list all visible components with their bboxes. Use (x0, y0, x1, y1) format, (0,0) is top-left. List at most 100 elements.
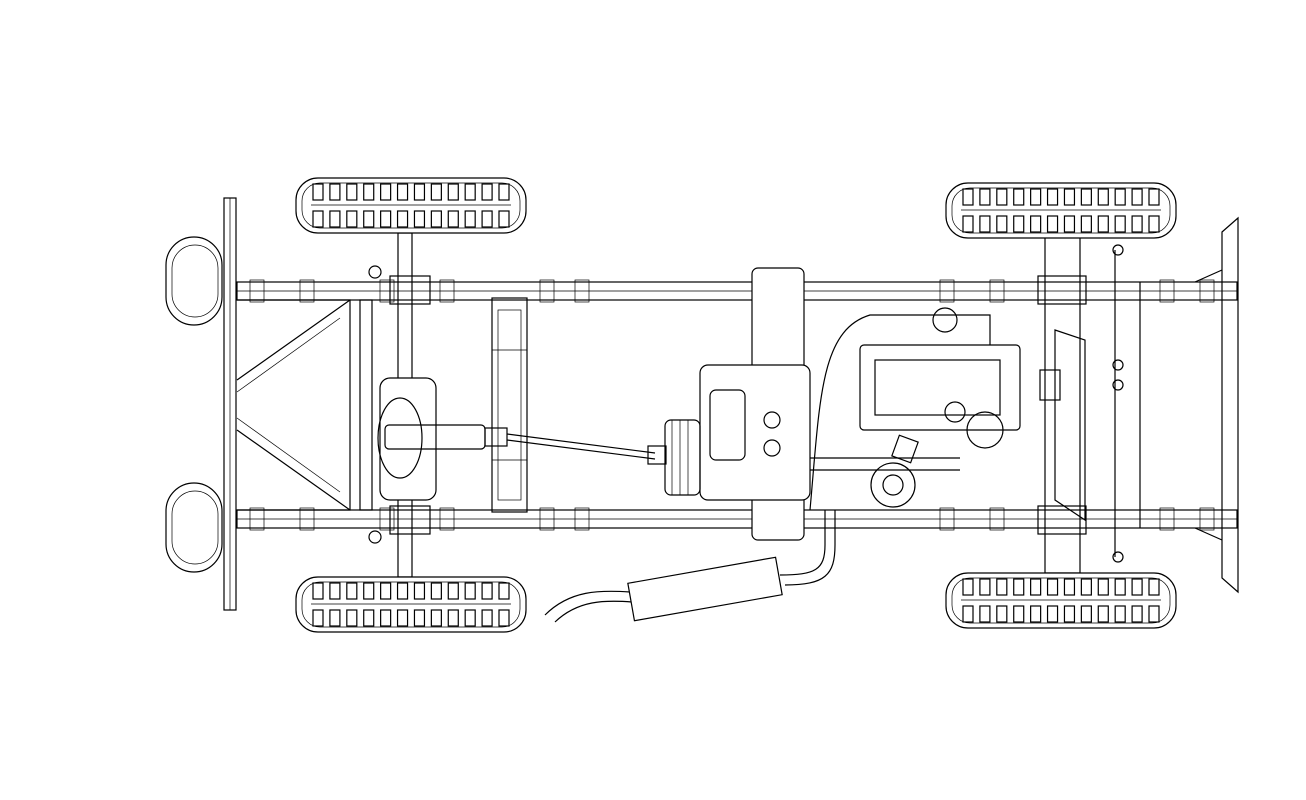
tread-block (413, 210, 426, 228)
tread-block (329, 582, 341, 600)
tread-block (1097, 605, 1109, 623)
front-axle (1037, 236, 1141, 574)
rail-clamp (574, 279, 590, 303)
tread-block (380, 582, 392, 600)
tread-block (481, 183, 493, 201)
tread-block (430, 183, 442, 201)
tread-block (312, 210, 324, 228)
tread-block (312, 183, 324, 201)
tread-block (447, 582, 459, 600)
tread-block (380, 210, 392, 228)
tread-block (498, 183, 510, 201)
rail-clamp (574, 507, 590, 531)
tread-block (1013, 188, 1025, 206)
front-bumper (1194, 216, 1239, 594)
tread-block (396, 210, 409, 228)
tread-block (312, 582, 324, 600)
tread-block (346, 183, 358, 201)
tread-block (979, 605, 991, 623)
tread-block (979, 188, 991, 206)
tread-block (962, 578, 974, 596)
frame-rails (236, 279, 1238, 531)
tread-block (1030, 605, 1042, 623)
tread-block (1148, 578, 1160, 596)
tread-block (1046, 578, 1059, 596)
tread-block (464, 582, 476, 600)
tread-block (346, 210, 358, 228)
tread-block (1013, 605, 1025, 623)
rail-clamp (939, 279, 955, 303)
tread-block (396, 582, 409, 600)
tread-block (1114, 188, 1126, 206)
tread-block (413, 183, 426, 201)
tread-block (1063, 215, 1076, 233)
tread-block (1063, 605, 1076, 623)
rear-axle (368, 232, 508, 578)
tread-block (1030, 188, 1042, 206)
tread-block (1131, 215, 1143, 233)
tread-block (1114, 215, 1126, 233)
exhaust-system (544, 510, 836, 623)
tread-block (1046, 215, 1059, 233)
tread-block (996, 188, 1008, 206)
tread-block (996, 605, 1008, 623)
tread-block (498, 609, 510, 627)
tread-block (1013, 578, 1025, 596)
tread-block (396, 609, 409, 627)
tread-block (996, 578, 1008, 596)
rail-clamp (539, 279, 555, 303)
tread-block (1114, 578, 1126, 596)
wheels (295, 177, 1177, 633)
tread-block (1030, 215, 1042, 233)
tread-block (498, 210, 510, 228)
tread-block (447, 210, 459, 228)
tread-block (396, 183, 409, 201)
driveshaft (506, 433, 667, 465)
tread-block (430, 582, 442, 600)
tread-block (464, 183, 476, 201)
tread-block (481, 582, 493, 600)
rail-clamp (379, 507, 395, 531)
tread-block (413, 609, 426, 627)
rail-clamp (439, 279, 455, 303)
tread-block (1114, 605, 1126, 623)
rail-clamp (439, 507, 455, 531)
rail-clamp (379, 279, 395, 303)
rail-clamp (539, 507, 555, 531)
tread-block (1097, 578, 1109, 596)
tread-block (1131, 188, 1143, 206)
tread-block (363, 210, 375, 228)
tread-block (481, 609, 493, 627)
tread-block (363, 582, 375, 600)
wheel-rear-right (295, 576, 527, 633)
tread-block (1046, 605, 1059, 623)
tread-block (1013, 215, 1025, 233)
tread-block (1097, 188, 1109, 206)
tread-block (1030, 578, 1042, 596)
tread-block (1131, 605, 1143, 623)
rail-clamp (299, 507, 315, 531)
tread-block (346, 582, 358, 600)
rail-clamp (1199, 507, 1215, 531)
rear-crossmember-brace (236, 299, 373, 511)
tread-block (1148, 188, 1160, 206)
tread-block (1097, 215, 1109, 233)
tread-block (979, 578, 991, 596)
tread-block (1080, 578, 1092, 596)
tread-block (1046, 188, 1059, 206)
tread-block (430, 609, 442, 627)
tread-block (962, 215, 974, 233)
tread-block (329, 609, 341, 627)
tread-block (1063, 188, 1076, 206)
wheel-front-right (945, 572, 1177, 629)
tread-block (1063, 578, 1076, 596)
rail-clamp (1159, 279, 1175, 303)
tread-block (346, 609, 358, 627)
tread-block (447, 609, 459, 627)
tread-block (979, 215, 991, 233)
tread-block (329, 183, 341, 201)
tread-block (312, 609, 324, 627)
tread-block (430, 210, 442, 228)
tread-block (1148, 605, 1160, 623)
